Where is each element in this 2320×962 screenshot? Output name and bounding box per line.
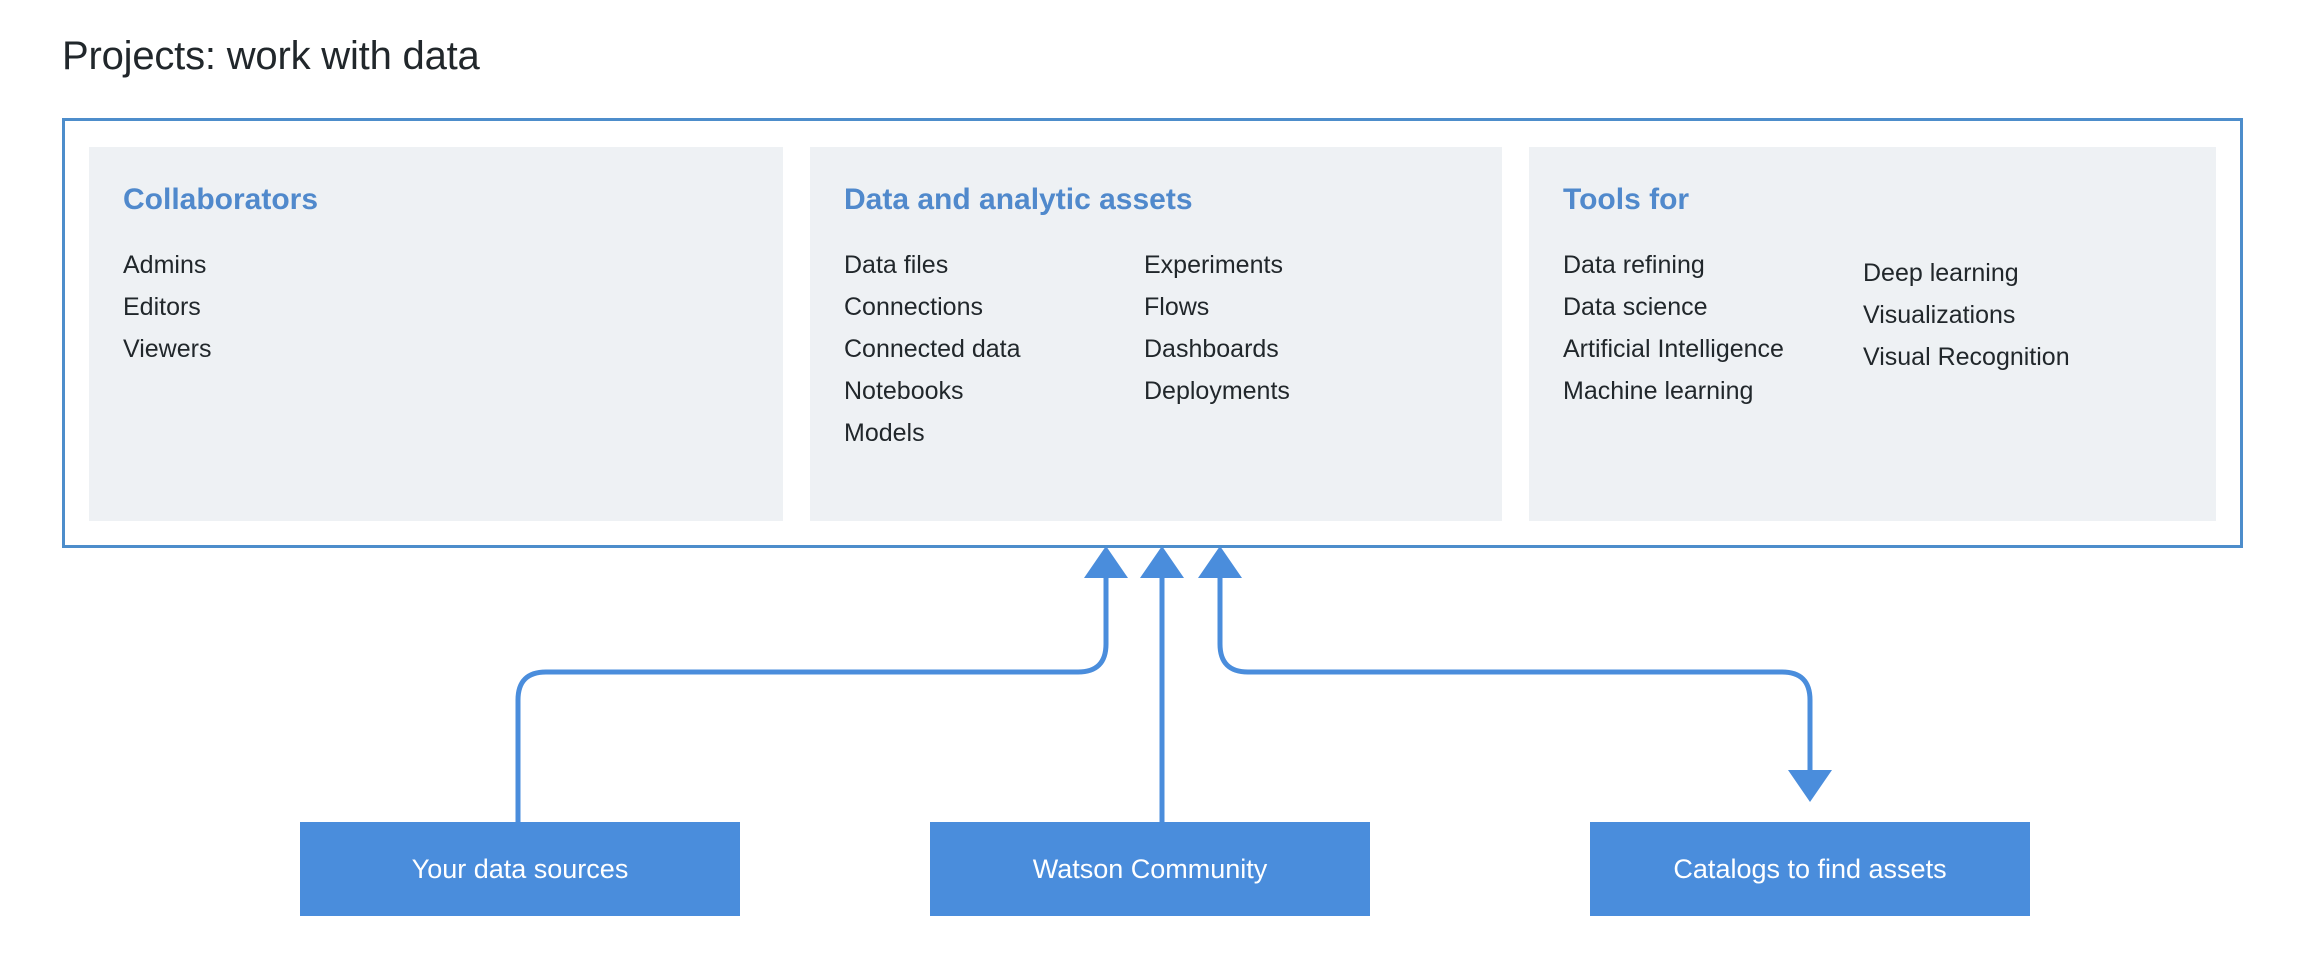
card-columns: Admins Editors Viewers (123, 244, 783, 370)
collaborators-column-1: Admins Editors Viewers (123, 244, 423, 370)
arrow-up-into-panel-icon (1140, 546, 1184, 578)
source-box-catalogs-to-find-assets[interactable]: Catalogs to find assets (1590, 822, 2030, 916)
list-item: Connections (844, 293, 983, 321)
list-item: Machine learning (1563, 377, 1754, 405)
list-item: Viewers (123, 335, 212, 363)
connector-line-catalogs (1217, 572, 1813, 772)
list-item: Flows (1144, 293, 1210, 321)
arrow-up-into-panel-icon (1198, 546, 1242, 578)
card-columns: Data refining Data science Artificial In… (1563, 244, 2216, 412)
card-tools-for: Tools for Data refining Data science Art… (1529, 147, 2216, 521)
list-item: Data science (1563, 293, 1708, 321)
source-box-your-data-sources[interactable]: Your data sources (300, 822, 740, 916)
card-data-and-analytic-assets: Data and analytic assets Data files Conn… (810, 147, 1502, 521)
list-item: Experiments (1144, 251, 1283, 279)
projects-panel: Collaborators Admins Editors Viewers Dat… (62, 118, 2243, 548)
page-title: Projects: work with data (62, 34, 480, 78)
list-item: Data refining (1563, 251, 1705, 279)
tools-column-2: Deep learning Visualizations Visual Reco… (1863, 244, 2163, 412)
assets-column-1: Data files Connections Connected data No… (844, 244, 1144, 454)
connector-line-data-sources (515, 572, 1109, 822)
list-item: Editors (123, 293, 201, 321)
card-collaborators: Collaborators Admins Editors Viewers (89, 147, 783, 521)
list-item: Visual Recognition (1863, 343, 2070, 371)
list-item: Deep learning (1863, 259, 2019, 287)
list-item: Dashboards (1144, 335, 1279, 363)
tools-column-1: Data refining Data science Artificial In… (1563, 244, 1863, 412)
list-item: Admins (123, 251, 207, 279)
card-title-data-and-analytic-assets: Data and analytic assets (844, 183, 1193, 216)
list-item: Deployments (1144, 377, 1290, 405)
source-box-watson-community[interactable]: Watson Community (930, 822, 1370, 916)
list-item: Connected data (844, 335, 1021, 363)
list-item: Notebooks (844, 377, 964, 405)
list-item: Artificial Intelligence (1563, 335, 1784, 363)
card-title-tools-for: Tools for (1563, 183, 1690, 216)
card-columns: Data files Connections Connected data No… (844, 244, 1502, 454)
arrow-up-into-panel-icon (1084, 546, 1128, 578)
list-item: Visualizations (1863, 301, 2016, 329)
source-box-label: Catalogs to find assets (1673, 853, 1947, 884)
list-item: Data files (844, 251, 949, 279)
card-title-collaborators: Collaborators (123, 183, 319, 216)
source-box-label: Watson Community (1032, 853, 1268, 884)
source-box-label: Your data sources (411, 853, 629, 884)
arrow-down-into-catalogs-icon (1788, 770, 1832, 802)
assets-column-2: Experiments Flows Dashboards Deployments (1144, 244, 1444, 454)
list-item: Models (844, 419, 925, 447)
panel-card-row: Collaborators Admins Editors Viewers Dat… (89, 147, 2216, 521)
